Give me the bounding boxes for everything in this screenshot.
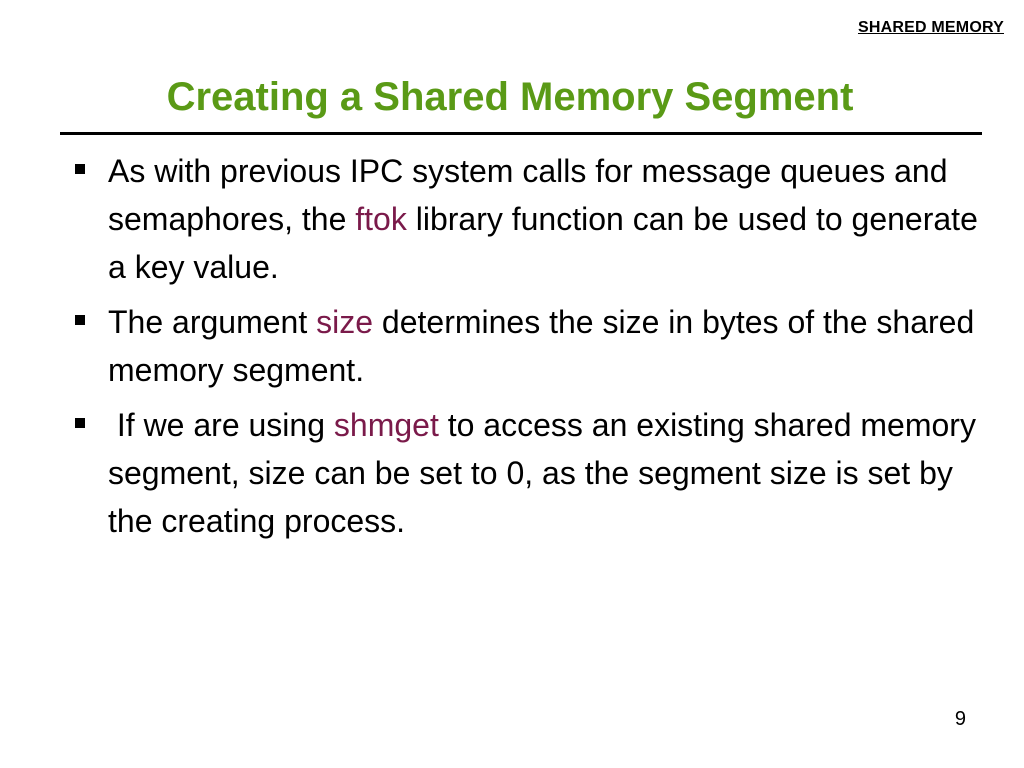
square-bullet-icon: [75, 315, 85, 325]
keyword-size: size: [316, 304, 374, 340]
square-bullet-icon: [75, 164, 85, 174]
page-number: 9: [954, 708, 966, 730]
bullet-text-before: The argument: [108, 304, 317, 340]
slide-title-text: Creating a Shared Memory Segment: [166, 75, 854, 119]
slide-title: Creating a Shared Memory Segment: [0, 70, 1024, 124]
bullet-item-ftok: As with previous IPC system calls for me…: [70, 147, 980, 291]
bullet-item-shmget: If we are using shmget to access an exis…: [70, 401, 980, 545]
keyword-ftok: ftok: [355, 201, 407, 237]
bullet-list: As with previous IPC system calls for me…: [70, 147, 980, 552]
square-bullet-icon: [75, 418, 85, 428]
bullet-text-before: As with previous IPC system calls for me…: [108, 153, 948, 237]
bullet-text-before: If we are using: [108, 407, 334, 443]
bullet-text-after: determines the size in bytes of the shar…: [108, 304, 975, 388]
bullet-text-after: library function can be used to generate…: [108, 201, 978, 285]
keyword-shmget: shmget: [333, 407, 439, 443]
section-label: SHARED MEMORY: [857, 19, 1004, 36]
bullet-text-after: to access an existing shared memory segm…: [108, 407, 976, 539]
title-divider: [60, 132, 982, 135]
bullet-item-size: The argument size determines the size in…: [70, 298, 980, 394]
